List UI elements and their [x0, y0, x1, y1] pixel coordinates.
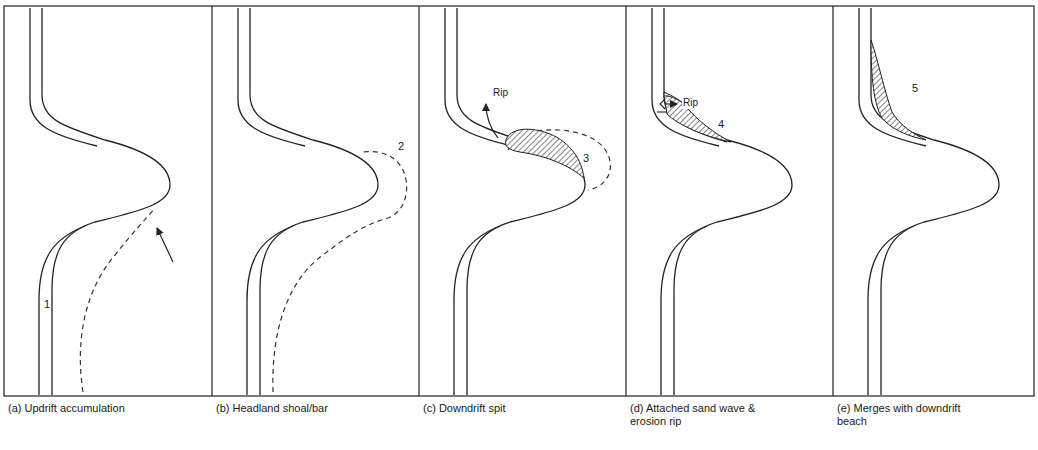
callout-number: 1: [44, 298, 50, 311]
panel-caption: (b) Headland shoal/bar: [216, 402, 366, 415]
rip-label: Rip: [682, 96, 699, 109]
callout-number: 3: [583, 152, 589, 165]
rip-label: Rip: [492, 86, 509, 99]
panel-caption: (d) Attached sand wave & erosion rip: [630, 402, 780, 428]
panel-caption: (e) Merges with downdrift beach: [837, 402, 987, 428]
callout-number: 5: [912, 82, 918, 95]
panel-caption: (a) Updrift accumulation: [8, 402, 158, 415]
callout-number: 2: [398, 140, 404, 153]
callout-number: 4: [718, 118, 724, 131]
panel-caption: (c) Downdrift spit: [423, 402, 573, 415]
